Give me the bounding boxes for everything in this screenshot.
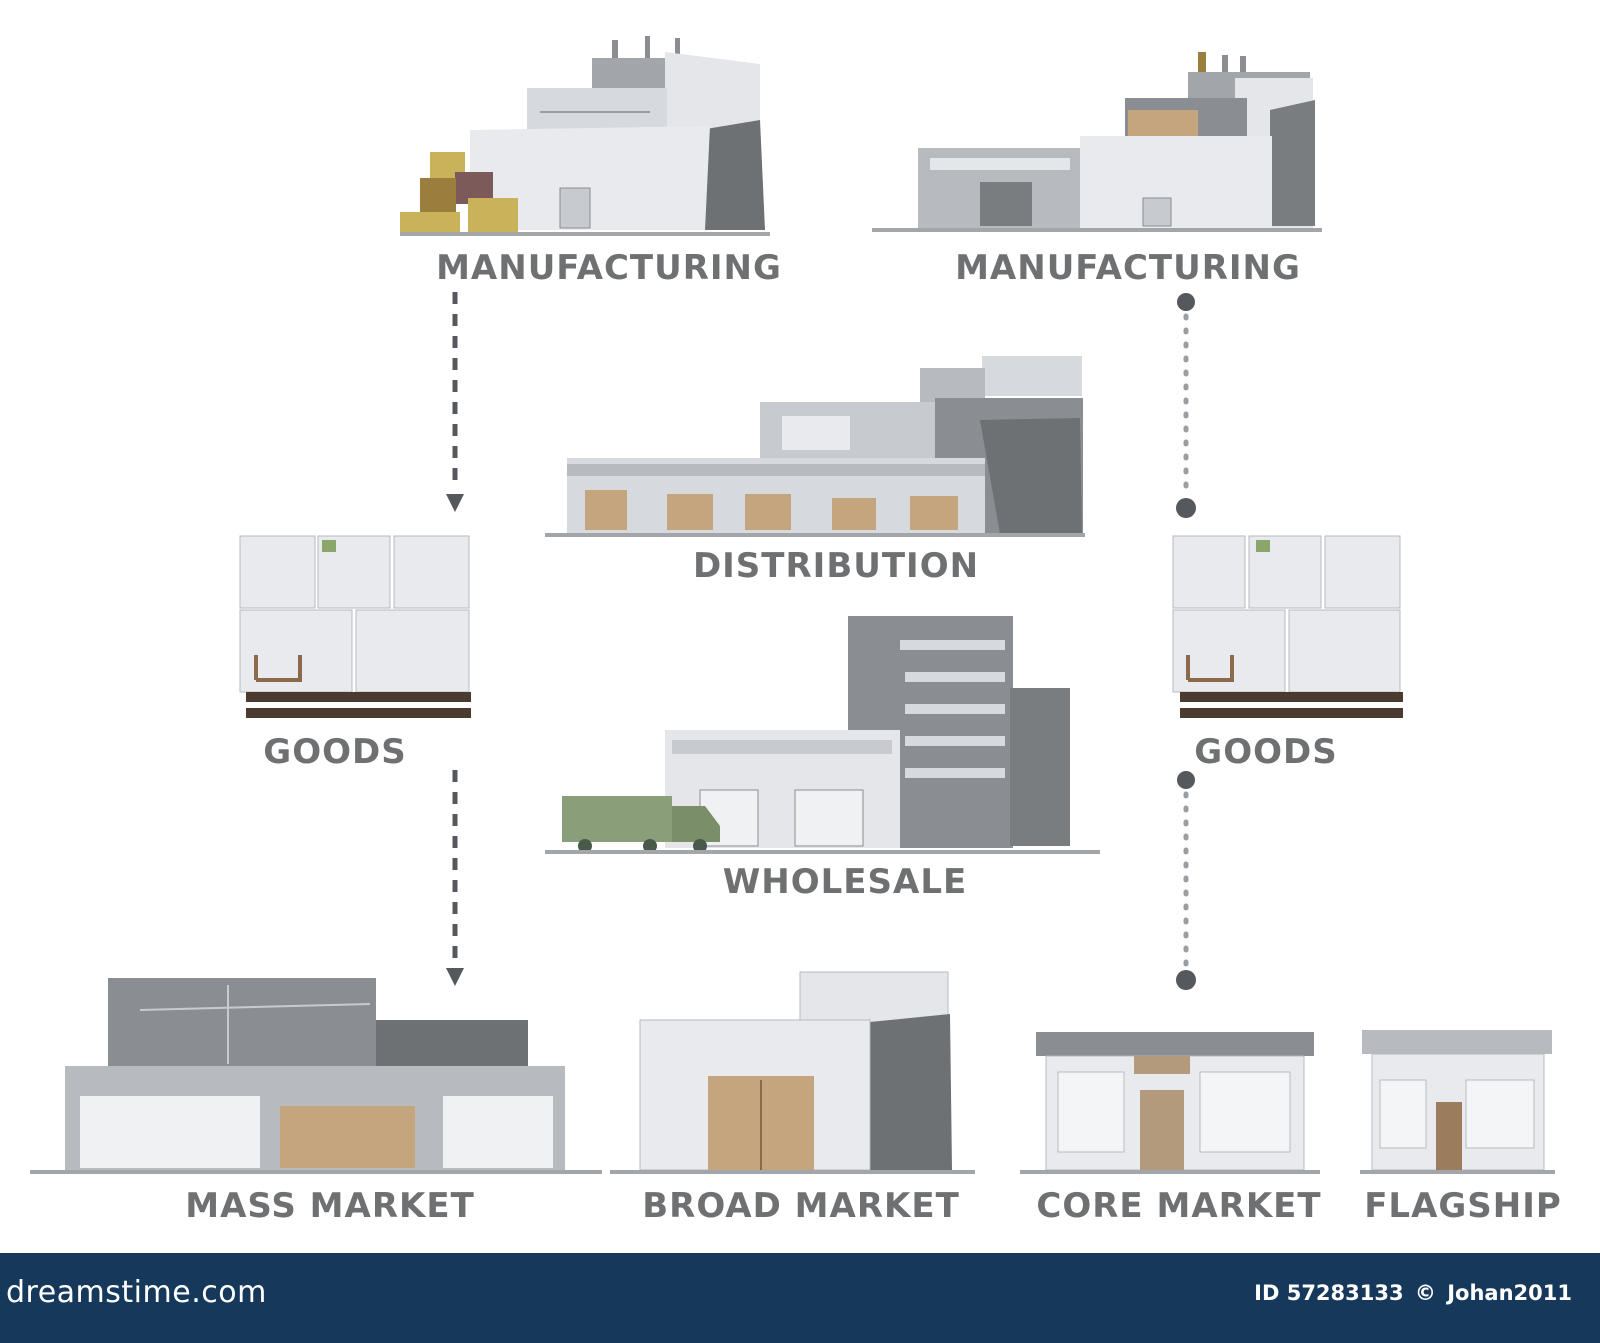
goods-left-pallet-icon (239, 535, 471, 718)
right-dotted-connector-lower (1176, 771, 1196, 990)
label-flagship: FLAGSHIP (1364, 1186, 1562, 1226)
label-goods-right: GOODS (1194, 732, 1337, 772)
flagship-store-icon (1360, 1030, 1555, 1174)
image-id: ID 57283133 (1254, 1281, 1404, 1305)
supply-chain-diagram: MANUFACTURING MANUFACTURING DISTRIBUTION… (30, 36, 1562, 1226)
label-manufacturing-right: MANUFACTURING (955, 248, 1301, 288)
manufacturing-right-building-icon (872, 52, 1322, 232)
goods-right-pallet-icon (1172, 535, 1403, 718)
label-goods-left: GOODS (263, 732, 406, 772)
dreamstime-logo: dreamstime.com (6, 1275, 267, 1310)
mass-market-store-icon (30, 978, 602, 1174)
left-dashed-arrow-lower (446, 770, 464, 986)
right-dotted-connector-upper (1176, 293, 1196, 518)
left-dashed-arrow-upper (446, 292, 464, 512)
label-core-market: CORE MARKET (1036, 1186, 1321, 1226)
label-distribution: DISTRIBUTION (693, 546, 979, 586)
label-broad-market: BROAD MARKET (642, 1186, 960, 1226)
author-name: Johan2011 (1447, 1281, 1572, 1305)
label-wholesale: WHOLESALE (723, 862, 967, 902)
wholesale-warehouse-icon (545, 616, 1100, 854)
watermark-footer: dreamstime.com ID 57283133 © Johan2011 (0, 1253, 1600, 1343)
distribution-warehouse-icon (545, 356, 1085, 537)
truck-icon (562, 796, 720, 853)
manufacturing-left-building-icon (400, 36, 770, 236)
image-credit: ID 57283133 © Johan2011 (1250, 1281, 1572, 1305)
copyright-icon: © (1414, 1281, 1436, 1305)
boxes-pile-icon (400, 152, 518, 232)
label-manufacturing-left: MANUFACTURING (436, 248, 782, 288)
broad-market-store-icon (610, 971, 975, 1174)
label-mass-market: MASS MARKET (185, 1186, 475, 1226)
core-market-store-icon (1020, 1032, 1320, 1174)
